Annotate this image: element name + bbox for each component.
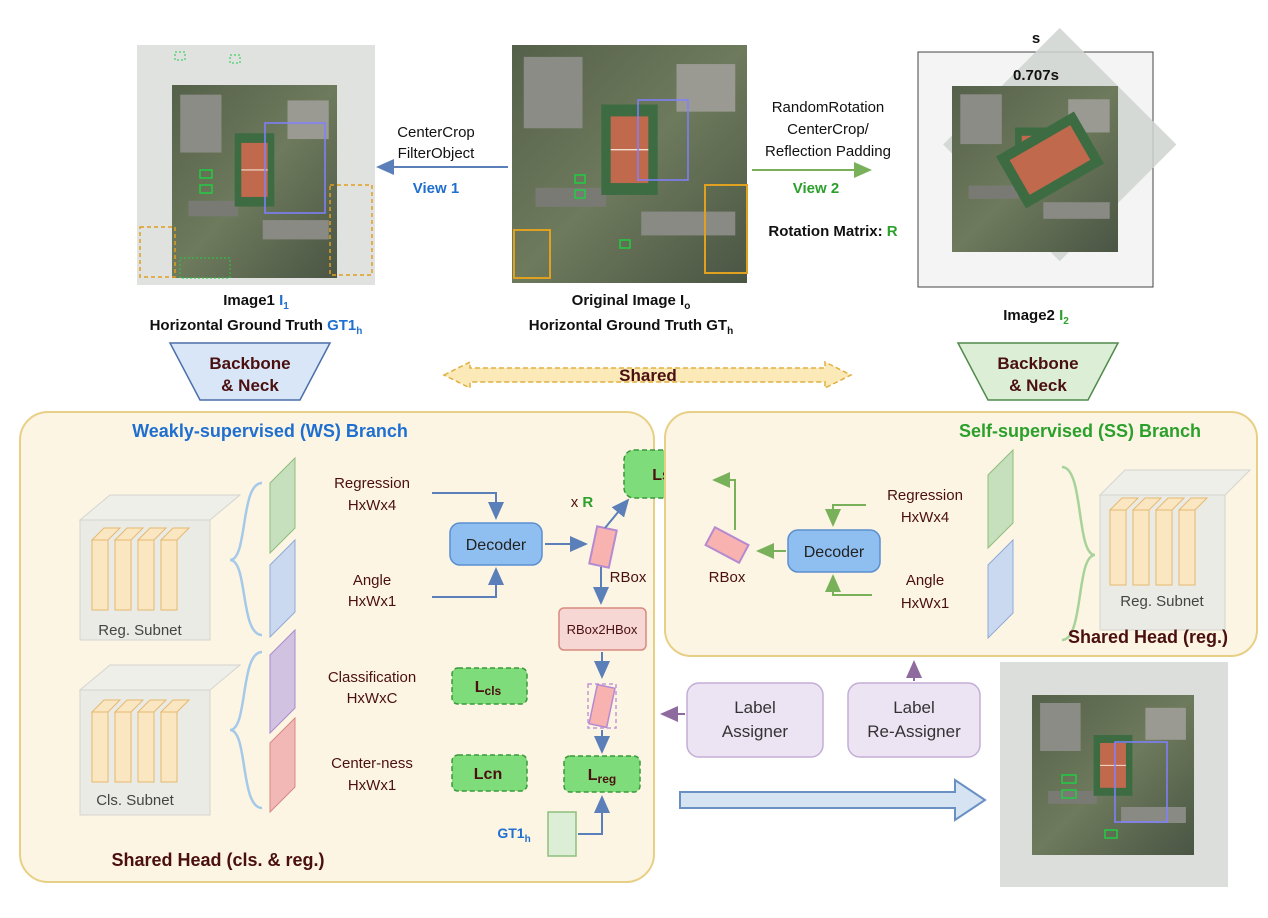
original-image-label: Original Image Io [572,292,691,312]
view2-op-1: RandomRotation [772,99,885,116]
svg-text:Assigner: Assigner [722,722,788,741]
svg-text:& Neck: & Neck [221,376,279,395]
s-inner-label: 0.707s [1013,67,1059,84]
svg-text:Reg. Subnet: Reg. Subnet [98,622,182,639]
svg-text:Re-Assigner: Re-Assigner [867,722,961,741]
ws-reg-subnet: Reg. Subnet [78,494,242,641]
ws-regression-map [269,456,296,555]
view2-op-3: Reflection Padding [765,143,891,160]
rotation-matrix-label: Rotation Matrix: R [768,223,897,240]
view2-op-2: CenterCrop/ [787,121,870,138]
gt1h-to-lreg [578,795,610,835]
gt1h-box [547,811,577,857]
ws-times-r: x R [571,494,594,511]
ss-head-label: Shared Head (reg.) [1068,627,1228,647]
svg-text:Label: Label [893,698,935,717]
ws-classification-dims: HxWxC [347,690,398,707]
gt1h-label: GT1h [497,825,530,845]
ss-angle-to-decoder [825,574,872,596]
ss-decoder: Decoder [787,529,881,573]
view1-op-1: CenterCrop [397,124,475,141]
svg-text:Lreg: Lreg [588,767,616,786]
image2-label: Image2 I2 [1003,307,1069,327]
ss-angle-label: Angle [906,572,944,589]
svg-text:Label: Label [734,698,776,717]
image2-thumbnail [917,27,1177,288]
label-assigner: Label Assigner [686,682,824,758]
shared-arrow: Shared [442,360,853,390]
svg-text:Backbone: Backbone [209,354,290,373]
s-label: s [1032,30,1040,47]
ws-angle-dims: HxWx1 [348,593,396,610]
ws-decoder: Decoder [449,522,543,566]
ss-backbone: Backbone & Neck [956,342,1120,401]
ws-angle-to-decoder [432,567,504,598]
ws-angle-label: Angle [353,572,391,589]
ss-regression-map [987,448,1014,550]
ws-cls-brace [229,650,263,810]
ss-regression-dims: HxWx4 [901,509,949,526]
svg-text:Lcn: Lcn [474,766,502,783]
svg-text:Cls. Subnet: Cls. Subnet [96,792,174,809]
ws-rbox [588,525,618,569]
l-cn-loss: Lcn [451,754,528,792]
ws-rbox-label: RBox [610,569,647,586]
image1-label: Image1 I1 [223,292,289,312]
ws-regression-label: Regression [334,475,410,492]
view1-op-2: FilterObject [398,145,476,162]
svg-text:Backbone: Backbone [997,354,1078,373]
ss-rbox-label: RBox [709,569,746,586]
ws-head-label: Shared Head (cls. & reg.) [111,850,324,870]
ss-rbox [704,525,750,565]
ss-brace [1061,465,1096,642]
ws-regression-to-decoder [432,492,504,520]
ss-angle-map [987,538,1014,640]
svg-text:Decoder: Decoder [804,544,865,561]
reassigned-image-thumbnail [1000,662,1228,887]
ws-rbox-to-lss [604,498,630,529]
view2-label: View 2 [793,180,839,197]
original-image-thumbnail [511,44,748,284]
svg-text:Decoder: Decoder [466,537,527,554]
ss-rbox-to-lss [712,472,736,530]
l-cls-loss: Lcls [451,667,528,705]
svg-text:& Neck: & Neck [1009,376,1067,395]
view1-label: View 1 [413,180,459,197]
ws-backbone: Backbone & Neck [168,342,332,401]
label-reassigner: Label Re-Assigner [847,682,981,758]
ws-angle-map [269,538,296,639]
ws-cls-subnet: Cls. Subnet [78,664,242,816]
ss-angle-dims: HxWx1 [901,595,949,612]
ss-reg-subnet: Reg. Subnet [1098,469,1252,631]
ss-regression-label: Regression [887,487,963,504]
l-reg-loss: Lreg [563,755,641,793]
ws-centerness-dims: HxWx1 [348,777,396,794]
image1-thumbnail [137,45,375,285]
svg-text:RBox2HBox: RBox2HBox [567,622,638,637]
ss-branch-title: Self-supervised (SS) Branch [959,421,1201,441]
ws-classification-map [269,628,296,735]
ws-centerness-label: Center-ness [331,755,413,772]
svg-text:Reg. Subnet: Reg. Subnet [1120,593,1204,610]
big-right-arrow [679,778,987,822]
image1-gt-label: Horizontal Ground Truth GT1h [150,317,363,337]
ss-regression-to-decoder [825,504,866,527]
original-gt-label: Horizontal Ground Truth GTh [529,317,733,337]
ws-centerness-map [269,716,296,814]
ws-hbox [587,683,617,729]
svg-text:Lcls: Lcls [475,679,502,698]
ws-reg-brace [229,481,263,637]
svg-text:Shared: Shared [619,366,677,385]
ws-classification-label: Classification [328,669,416,686]
ws-branch-title: Weakly-supervised (WS) Branch [132,421,408,441]
ws-regression-dims: HxWx4 [348,497,396,514]
rbox2hbox-block: RBox2HBox [558,607,647,651]
